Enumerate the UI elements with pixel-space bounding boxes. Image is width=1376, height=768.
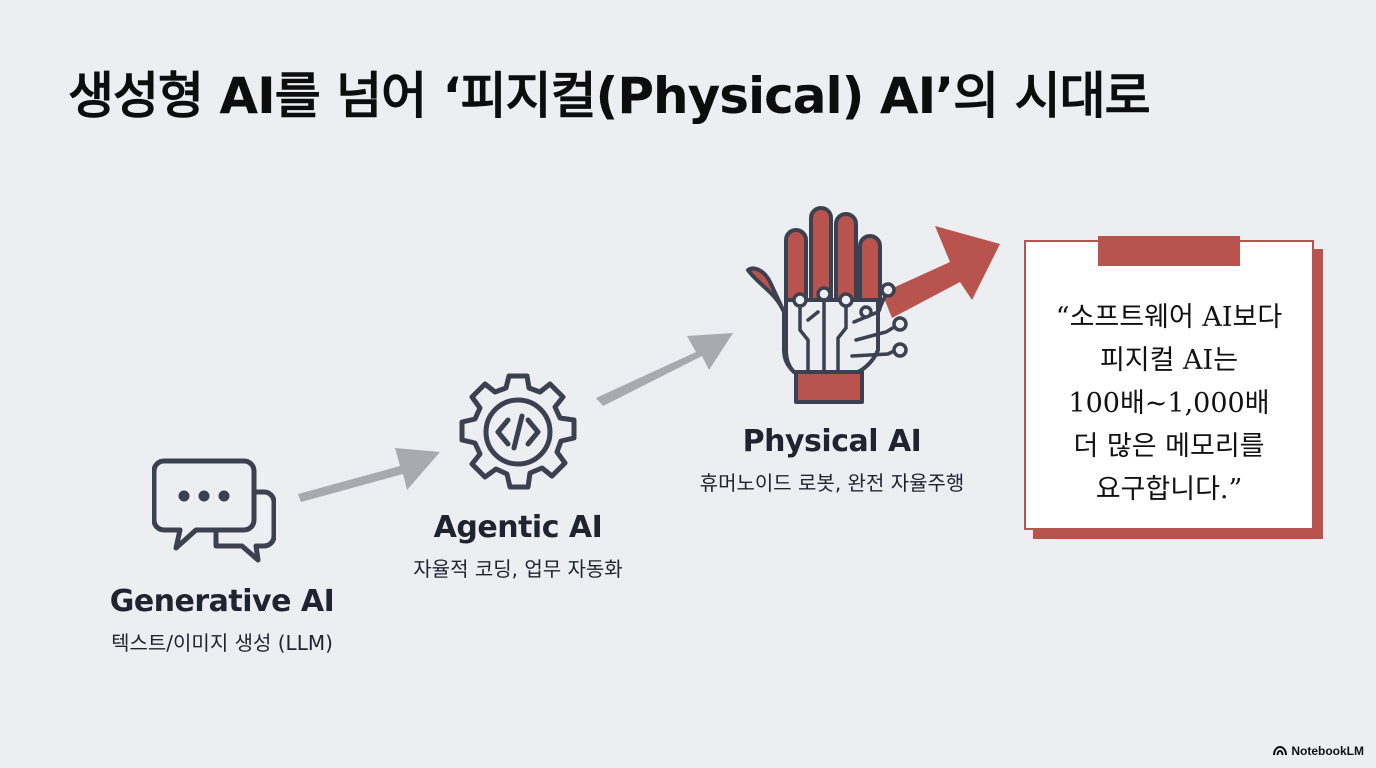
stage-name: Generative AI (109, 584, 335, 619)
page-title: 생성형 AI를 넘어 ‘피지컬(Physical) AI’의 시대로 (68, 67, 1151, 125)
notebooklm-logo-icon (1273, 746, 1288, 756)
quote-line: 요구합니다.” (1095, 474, 1243, 505)
gray-arrow-icon (596, 333, 733, 406)
robot-hand-icon (746, 206, 908, 404)
stage-desc: 휴머노이드 로봇, 완전 자율주행 (699, 471, 965, 495)
brand-watermark: NotebookLM (1273, 744, 1364, 758)
stage-desc: 자율적 코딩, 업무 자동화 (413, 557, 623, 581)
quote-text: “소프트웨어 AI보다 피지컬 AI는 100배~1,000배 더 많은 메모리… (1026, 296, 1312, 511)
stage-agentic: Agentic AI 자율적 코딩, 업무 자동화 (368, 510, 668, 582)
quote-line: “소프트웨어 AI보다 (1055, 302, 1283, 333)
stage-physical: Physical AI 휴머노이드 로봇, 완전 자율주행 (672, 424, 992, 496)
brand-name: NotebookLM (1291, 744, 1364, 758)
gear-code-icon (459, 373, 577, 490)
quote-line: 피지컬 AI는 (1099, 345, 1239, 376)
red-arrow-icon (882, 226, 1000, 318)
tape-strip (1098, 236, 1240, 266)
stage-name: Agentic AI (433, 510, 603, 545)
stage-name: Physical AI (742, 424, 922, 459)
quote-line: 100배~1,000배 (1068, 388, 1270, 419)
quote-note: “소프트웨어 AI보다 피지컬 AI는 100배~1,000배 더 많은 메모리… (1024, 236, 1314, 530)
chat-bubbles-icon (152, 458, 276, 563)
gray-arrow-icon (298, 448, 440, 502)
stage-desc: 텍스트/이미지 생성 (LLM) (111, 631, 333, 655)
quote-line: 더 많은 메모리를 (1073, 431, 1265, 462)
stage-generative: Generative AI 텍스트/이미지 생성 (LLM) (72, 584, 372, 656)
